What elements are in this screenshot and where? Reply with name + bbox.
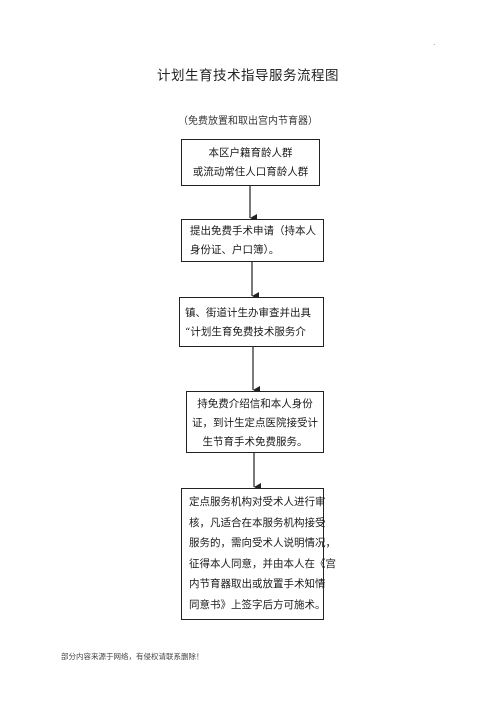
page-subtitle: （免费放置和取出宫内节育器） — [178, 116, 318, 127]
step-4-line-1: 持免费介绍信和本人身份 — [197, 398, 313, 410]
step-3-line-2: “计划生育免费技术服务介 — [185, 326, 306, 338]
step-2-box: 提出免费手术申请（持本人 身份证、户口簿）。 — [181, 219, 324, 262]
step-5-box: 定点服务机构对受术人进行审 核，凡适合在本服务机构接受 服务的，需向受术人说明情… — [181, 488, 336, 620]
step-4-line-2: 证，到计生定点医院接受计 — [192, 417, 318, 429]
footer-disclaimer: 部分内容来源于网络，有侵权请联系删除！ — [61, 652, 204, 661]
step-4-box: 持免费介绍信和本人身份 证，到计生定点医院接受计 生节育手术免费服务。 — [186, 391, 324, 453]
step-5-line-5: 内节育器取出或放置手术知情 — [189, 578, 326, 590]
step-3-line-1: 镇、街道计生办审查并出具 — [185, 307, 311, 319]
corner-mark: . — [433, 38, 436, 47]
step-5-line-3: 服务的，需向受术人说明情况， — [189, 537, 336, 549]
step-5-line-6: 同意书》上签字后方可施术。 — [189, 598, 326, 611]
step-2-line-1: 提出免费手术申请（持本人 — [190, 225, 316, 237]
step-1-line-2: 或流动常住人口育龄人群 — [192, 166, 309, 178]
step-5-line-4: 征得本人同意，并由本人在《宫 — [189, 557, 336, 570]
step-5-line-2: 核，凡适合在本服务机构接受 — [189, 516, 326, 529]
step-2-line-2: 身份证、户口簿）。 — [190, 244, 280, 256]
step-5-line-1: 定点服务机构对受术人进行审 — [189, 496, 326, 508]
page-title: 计划生育技术指导服务流程图 — [157, 68, 339, 84]
step-1-box: 本区户籍育龄人群 或流动常住人口育龄人群 — [181, 139, 320, 186]
step-4-line-3: 生节育手术免费服务。 — [202, 436, 308, 448]
step-3-box: 镇、街道计生办审查并出具 “计划生育免费技术服务介 — [179, 297, 324, 347]
step-1-line-1: 本区户籍育龄人群 — [208, 147, 293, 159]
